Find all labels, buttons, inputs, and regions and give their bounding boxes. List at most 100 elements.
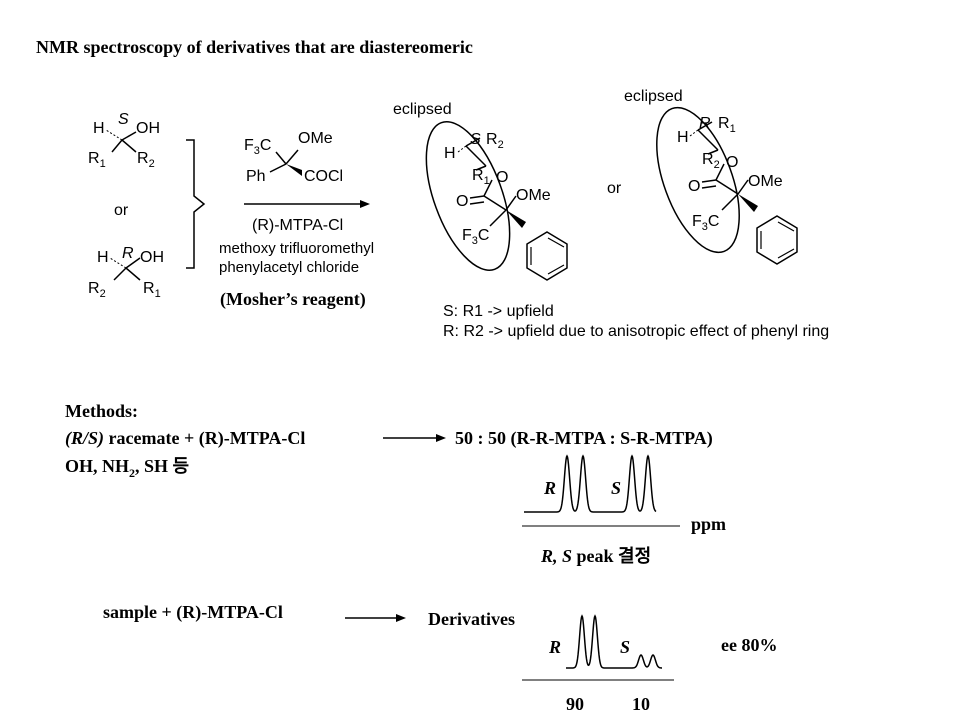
eclipsed-oval <box>656 106 740 254</box>
or-label: or <box>114 202 129 219</box>
bond <box>489 209 507 227</box>
ppm-label: ppm <box>691 514 726 534</box>
bond <box>465 137 481 147</box>
wedge-bond <box>506 210 526 228</box>
bond <box>701 179 717 183</box>
ph-group: Ph <box>246 168 266 185</box>
reagent-label: (R)-MTPA-Cl <box>252 217 343 234</box>
bond <box>465 145 487 167</box>
wedge-bond <box>286 164 302 176</box>
bond <box>505 195 517 211</box>
note-r-upfield: R: R2 -> upfield due to anisotropic effe… <box>443 323 829 340</box>
group-r2: R2 <box>88 280 106 300</box>
bond <box>111 139 123 153</box>
group-r1: R1 <box>472 167 490 187</box>
bond <box>697 129 719 151</box>
carbonyl-oxygen: O <box>688 178 700 195</box>
cf3-group: F3C <box>462 227 489 247</box>
slide-title: NMR spectroscopy of derivatives that are… <box>36 37 473 57</box>
curly-brace <box>186 139 206 269</box>
double-bond <box>777 248 795 259</box>
bond <box>269 163 287 173</box>
bond <box>121 139 137 153</box>
spectrum-trace <box>524 454 657 513</box>
reagent-name-line2: phenylacetyl chloride <box>219 259 359 276</box>
bond <box>469 201 485 205</box>
group-r2: R2 <box>702 151 720 171</box>
sample-reaction: sample + (R)-MTPA-Cl <box>103 602 283 623</box>
arrow-head <box>360 200 370 208</box>
carbonyl-oxygen: O <box>456 193 468 210</box>
reagent-name-line1: methoxy trifluoromethyl <box>219 240 374 257</box>
double-bond <box>777 221 795 232</box>
group-r2: R2 <box>137 150 155 170</box>
ester-oxygen: O <box>726 154 738 171</box>
double-bond <box>547 237 565 248</box>
bond <box>737 179 749 195</box>
phenyl-ring <box>526 231 568 281</box>
note-s-upfield: S: R1 -> upfield <box>443 303 554 320</box>
cocl-group: COCl <box>304 168 343 185</box>
ome-group: OMe <box>748 173 783 190</box>
racemate-result: 50 : 50 (R-R-MTPA : S-R-MTPA) <box>455 428 713 449</box>
bond <box>701 185 717 189</box>
stereo-label: S <box>470 131 481 148</box>
atom-oh: OH <box>140 249 164 266</box>
peak-s-label: S <box>611 478 621 498</box>
arrow-head <box>396 614 406 622</box>
peak-caption: R, S peak 결정 <box>540 546 651 566</box>
functional-groups: OH, NH2, SH 등 <box>65 456 189 480</box>
eclipsed-oval <box>425 121 511 271</box>
phenyl-ring <box>756 215 798 265</box>
double-bond <box>547 264 565 275</box>
bond <box>125 267 141 281</box>
bond <box>275 151 287 165</box>
spectrum-trace <box>566 614 662 669</box>
or-label: or <box>607 180 622 197</box>
bond <box>715 163 725 181</box>
group-r1: R1 <box>718 115 736 135</box>
ester-oxygen: O <box>496 169 508 186</box>
s-ester-structure: eclipsed S R2 H R1 O O OMe F3C <box>393 101 568 281</box>
arrow-head <box>436 434 446 442</box>
sample-spectrum: R S ee 80% 90 10 <box>522 614 777 714</box>
atom-h: H <box>93 120 105 137</box>
cf3-group: F3C <box>692 213 719 233</box>
bond <box>721 193 739 211</box>
group-r1: R1 <box>88 150 106 170</box>
ome-group: OMe <box>298 130 333 147</box>
stereo-label: R <box>122 245 134 262</box>
atom-h: H <box>97 249 109 266</box>
mtpa-cl-structure: F3C OMe Ph COCl <box>244 130 343 185</box>
cf3-group: F3C <box>244 137 271 157</box>
bond <box>113 267 127 281</box>
bond <box>469 195 485 199</box>
atom-oh: OH <box>136 120 160 137</box>
group-r1: R1 <box>143 280 161 300</box>
r-alcohol-structure: H R OH R2 R1 <box>88 245 164 300</box>
atom-h: H <box>677 129 689 146</box>
bond <box>707 149 719 155</box>
ratio-r-value: 90 <box>566 694 584 714</box>
s-alcohol-structure: H S OH R1 R2 <box>88 111 160 170</box>
hashed-bond <box>109 257 127 269</box>
ee-label: ee 80% <box>721 635 777 655</box>
derivatives-label: Derivatives <box>428 609 515 629</box>
hashed-bond <box>105 129 123 141</box>
bond <box>697 121 713 131</box>
bond <box>475 165 487 171</box>
bond <box>125 257 141 269</box>
hashed-bond <box>457 145 467 153</box>
peak-r-label: R <box>543 478 556 498</box>
racemate-spectrum: R S ppm <box>522 454 726 534</box>
bond <box>285 149 299 165</box>
methods-heading: Methods: <box>65 401 138 421</box>
eclipsed-label: eclipsed <box>624 88 683 105</box>
stereo-label: S <box>118 111 129 128</box>
bond <box>483 195 507 211</box>
racemate-reaction: (R/S) racemate + (R)-MTPA-Cl <box>65 428 305 449</box>
stereo-label: R <box>699 115 711 132</box>
peak-s-label: S <box>620 637 630 657</box>
